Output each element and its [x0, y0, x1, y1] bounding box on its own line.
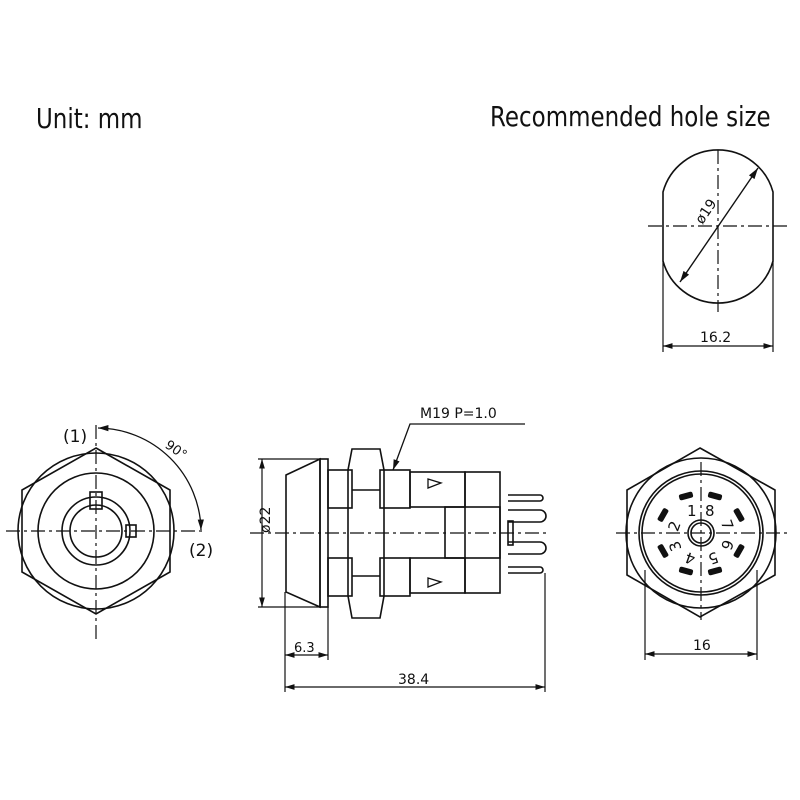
pin-number-3: 3 — [665, 539, 685, 554]
thread-spec-label: M19 P=1.0 — [420, 406, 497, 422]
pin-number-2: 2 — [664, 519, 684, 534]
pin-number-5: 5 — [706, 548, 721, 568]
hole-size-view — [648, 149, 788, 352]
total-length-label: 38.4 — [398, 672, 429, 688]
rear-view — [616, 447, 788, 660]
rotation-angle-label: 90° — [162, 438, 189, 464]
hole-size-title: Recommended hole size — [490, 100, 771, 133]
hole-diameter-label: ø19 — [692, 196, 720, 227]
side-view — [250, 423, 548, 692]
rear-width-label: 16 — [693, 638, 711, 654]
position-2-label: (2) — [189, 541, 213, 561]
hole-width-label: 16.2 — [700, 330, 731, 346]
unit-label: Unit: mm — [36, 102, 143, 135]
pin-number-8: 8 — [705, 502, 715, 520]
head-length-label: 6.3 — [294, 641, 315, 656]
pin-number-4: 4 — [683, 548, 698, 568]
front-view — [6, 424, 206, 640]
pin-number-7: 7 — [717, 517, 737, 532]
pin-number-6: 6 — [717, 537, 737, 552]
pin-numbers: 1 2 3 4 5 6 7 8 — [664, 502, 737, 568]
pin-contacts — [657, 491, 745, 576]
head-diameter-label: ø22 — [258, 507, 274, 533]
pin-number-1: 1 — [687, 502, 697, 520]
position-1-label: (1) — [63, 427, 87, 447]
